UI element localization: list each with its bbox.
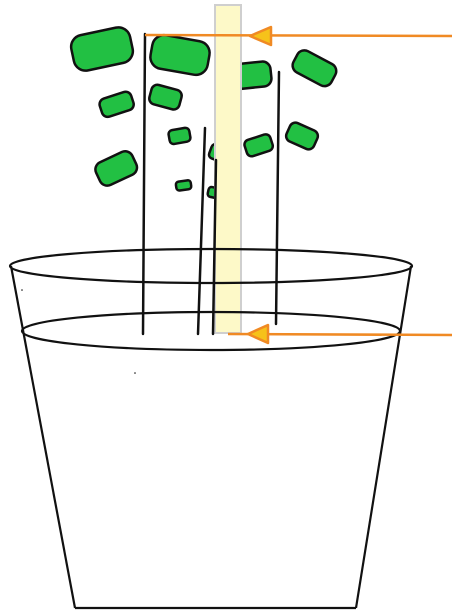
leaf xyxy=(168,127,191,144)
leaf xyxy=(176,180,192,191)
dot-mark xyxy=(134,372,136,374)
dot-mark xyxy=(21,289,23,291)
